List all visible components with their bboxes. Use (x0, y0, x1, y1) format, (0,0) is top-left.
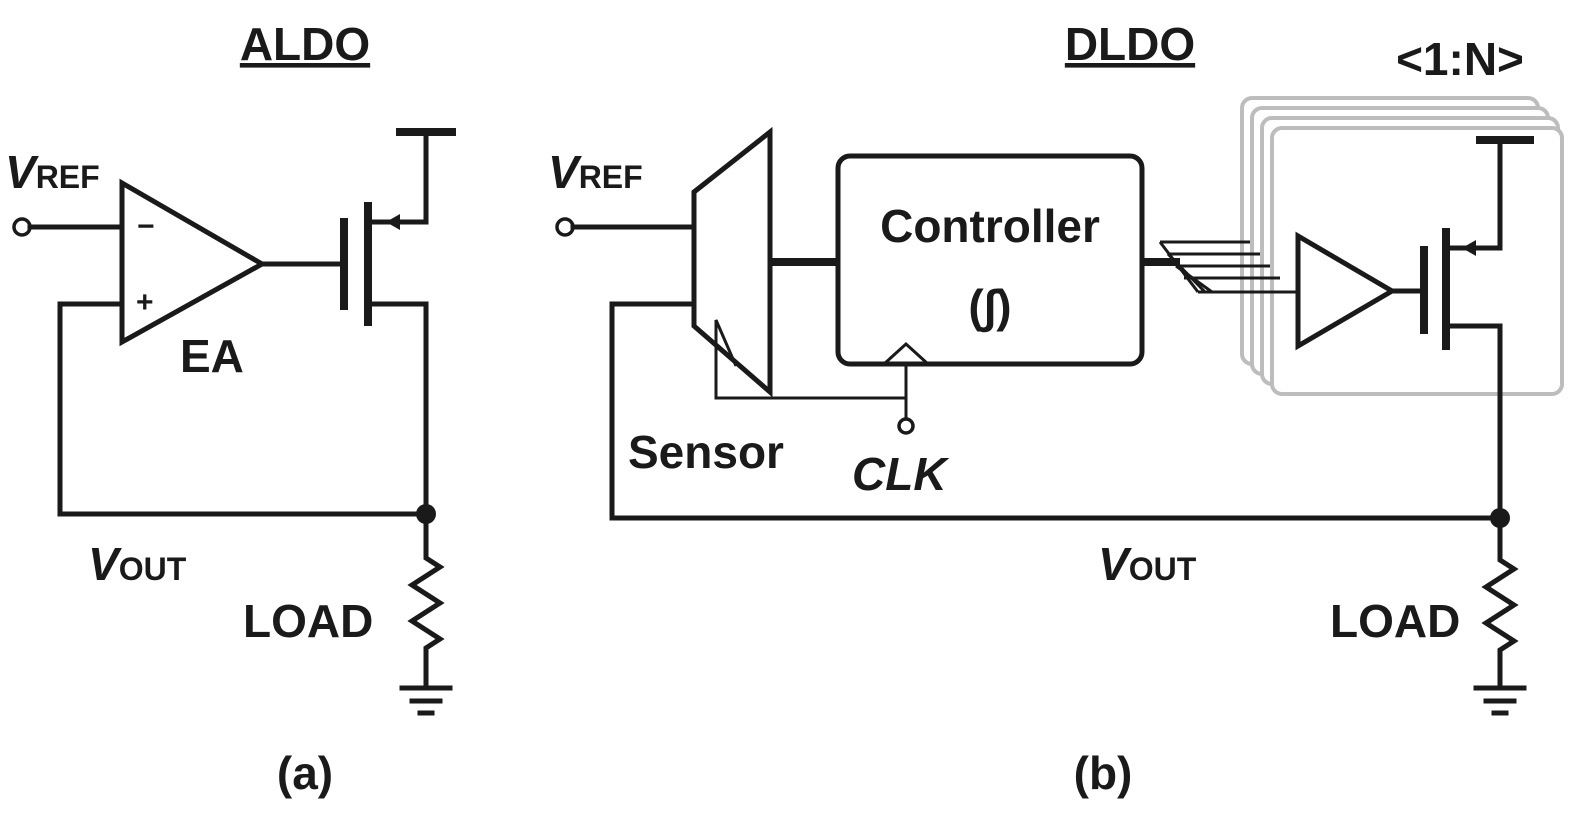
aldo-amp-minus: − (137, 210, 155, 243)
dldo-title: DLDO (1065, 18, 1195, 70)
aldo-vout-label: VOUT (88, 538, 187, 590)
dldo-array-label: <1:N> (1396, 33, 1524, 85)
aldo-amp-label: EA (180, 330, 244, 382)
aldo-pass-transistor (340, 128, 456, 517)
aldo-circuit: ALDO VREF − + EA VOUT LOAD (5, 18, 456, 799)
dldo-circuit: DLDO <1:N> VREF Sensor Controller (∫) CL… (548, 18, 1564, 799)
aldo-ground-icon (399, 685, 453, 716)
dldo-sensor-block (691, 126, 773, 398)
dldo-ground-icon (1473, 685, 1527, 716)
aldo-vref-label: VREF (5, 146, 100, 198)
dldo-vout-label: VOUT (1098, 538, 1197, 590)
dldo-power-switch (1420, 136, 1534, 521)
aldo-amp-plus: + (136, 286, 154, 319)
dldo-clk-wire-sensor (714, 392, 906, 400)
dldo-controller-label: Controller (880, 200, 1100, 252)
dldo-sensor-clock-input (714, 319, 738, 392)
aldo-title: ALDO (240, 18, 370, 70)
dldo-caption: (b) (1074, 747, 1133, 799)
dldo-controller-clock-input (882, 341, 930, 366)
dldo-power-stage-array (1240, 96, 1564, 396)
dldo-sensor-label: Sensor (628, 426, 784, 478)
aldo-load-resistor (407, 511, 445, 691)
dldo-load-resistor (1481, 515, 1519, 691)
dldo-control-bus (1142, 240, 1298, 294)
dldo-clk-label: CLK (852, 448, 949, 500)
dldo-integrator-label: (∫) (968, 280, 1011, 333)
dldo-controller-block (835, 153, 1145, 367)
dldo-clk-pin (897, 417, 915, 435)
aldo-caption: (a) (277, 747, 333, 799)
dldo-driver-buffer (1295, 231, 1397, 351)
aldo-feedback-wire (57, 301, 429, 517)
dldo-feedback-wire (609, 301, 1503, 521)
aldo-error-amplifier (119, 178, 268, 347)
dldo-load-label: LOAD (1330, 595, 1460, 647)
aldo-load-label: LOAD (243, 595, 373, 647)
dldo-vref-label: VREF (548, 146, 643, 198)
